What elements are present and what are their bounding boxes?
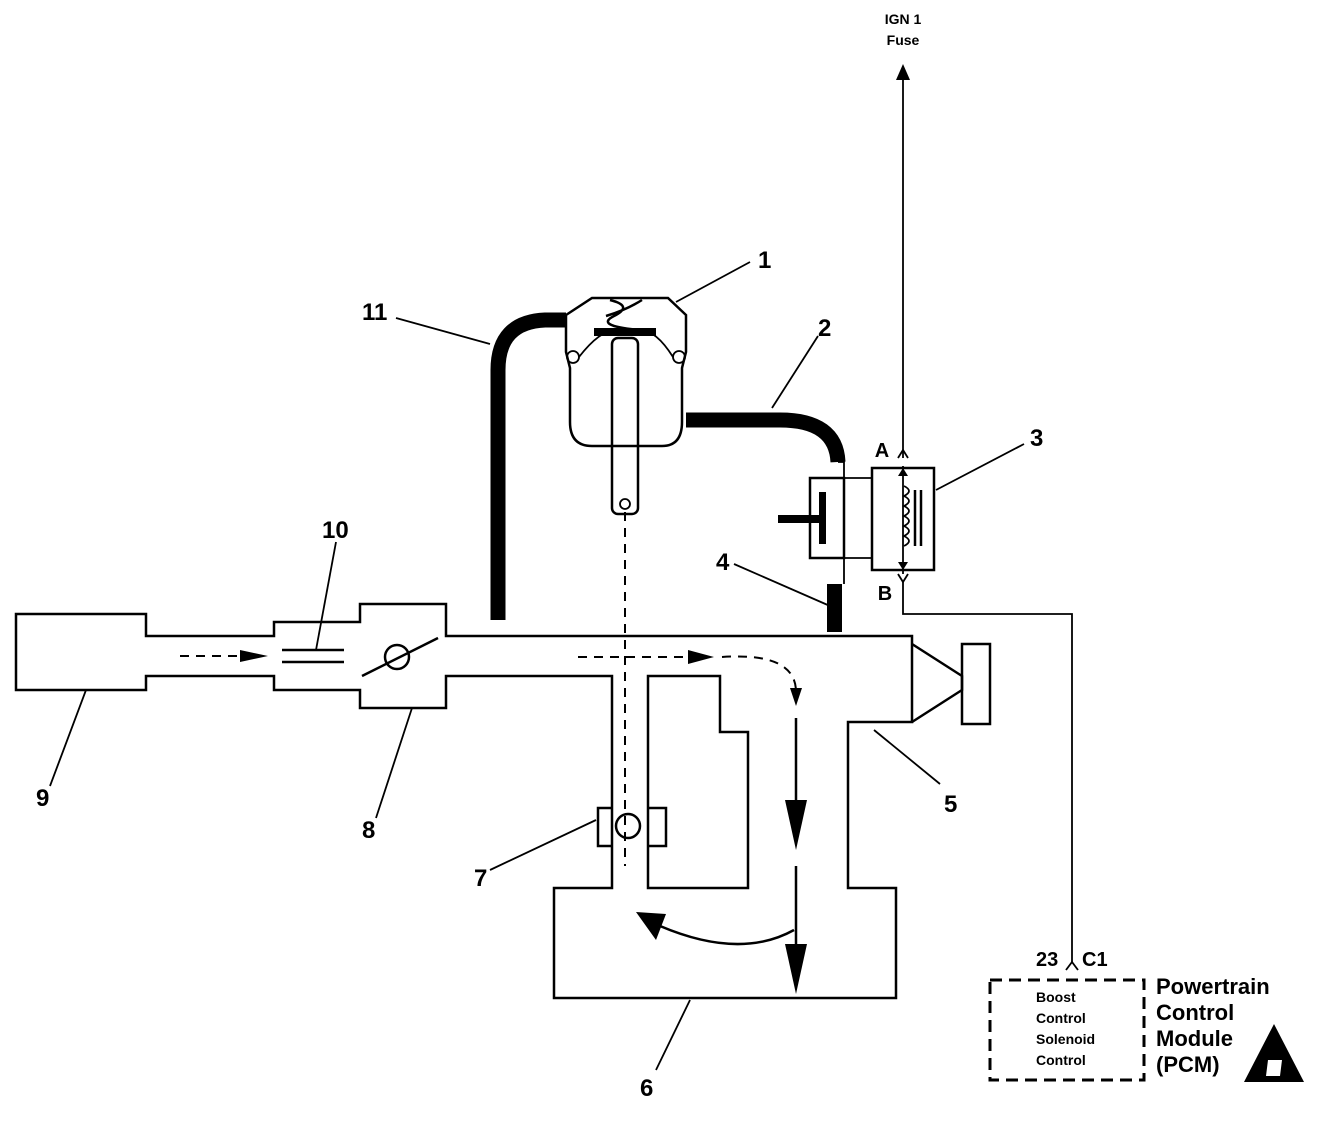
pcm-box-line2: Control: [1036, 1010, 1086, 1026]
callout-7: 7: [474, 865, 487, 892]
callout-1: 1: [758, 247, 771, 274]
intake-path: [14, 602, 914, 1000]
boost-control-solenoid: [778, 448, 936, 584]
flow-arrows: [180, 512, 807, 994]
callout-10: 10: [322, 517, 349, 544]
fuse-label-line2: Fuse: [887, 32, 920, 48]
callout-2: 2: [818, 315, 831, 342]
pcm-title-line1: Powertrain: [1156, 974, 1270, 999]
terminal-a: A: [875, 440, 889, 462]
ign1-fuse-wire: [896, 64, 910, 458]
hose-11: [490, 312, 566, 620]
connector-pin: 23: [1036, 949, 1058, 971]
terminal-b: B: [878, 583, 892, 605]
turbine-inner-wall: [646, 674, 750, 890]
callout-4: 4: [716, 549, 730, 576]
callout-8: 8: [362, 817, 375, 844]
callout-5: 5: [944, 791, 957, 818]
restrictor-4: [827, 584, 842, 632]
pcm-box-line4: Control: [1036, 1052, 1086, 1068]
engine-outlet: [911, 642, 992, 726]
hose-2: [686, 412, 846, 463]
callout-11: 11: [362, 299, 387, 326]
connector-id: C1: [1082, 949, 1108, 971]
wastegate-actuator: [564, 296, 688, 516]
wastegate-valve: [596, 806, 668, 848]
callout-leaders: [49, 261, 1025, 1071]
callout-6: 6: [640, 1075, 653, 1102]
callout-9: 9: [36, 785, 49, 812]
pcm-box-line1: Boost: [1036, 989, 1076, 1005]
pcm-title-line2: Control: [1156, 1000, 1234, 1025]
pcm-title-line3: Module: [1156, 1026, 1233, 1051]
callout-3: 3: [1030, 425, 1043, 452]
pcm-box-line3: Solenoid: [1036, 1031, 1095, 1047]
pcm-box: [988, 978, 1146, 1082]
esd-warning-icon: [1244, 1024, 1304, 1082]
pcm-title-line4: (PCM): [1156, 1052, 1220, 1077]
solenoid-control-wire: [902, 582, 1073, 962]
fuse-label-line1: IGN 1: [885, 11, 922, 27]
